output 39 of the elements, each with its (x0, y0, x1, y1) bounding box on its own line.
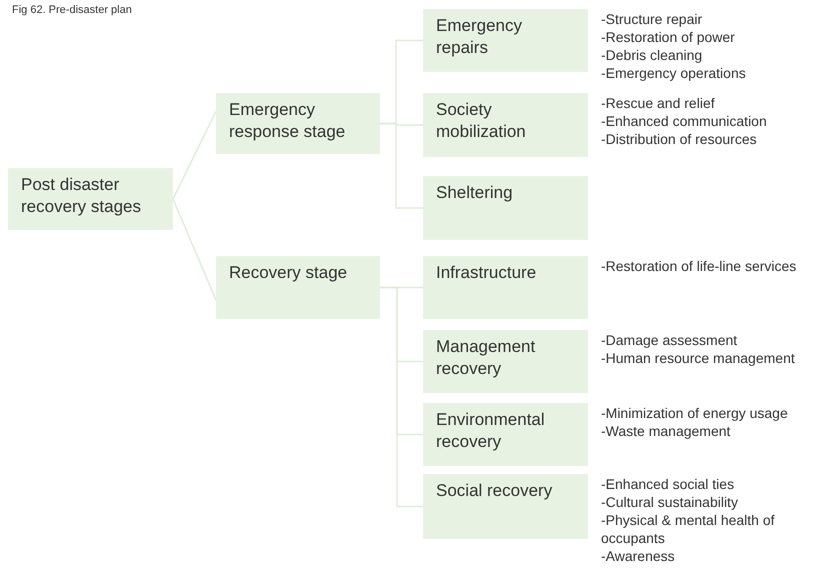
bullet-item: -Distribution of resources (601, 130, 758, 148)
box-label: Society mobilization (436, 99, 527, 143)
stage-box (423, 176, 588, 240)
bullet-item: -Enhanced social ties (601, 475, 736, 493)
bullet-item: -Rescue and relief (601, 94, 716, 112)
stage-box (216, 93, 380, 154)
box-label: Infrastructure (436, 262, 538, 284)
stage-box (8, 168, 173, 230)
stage-box (216, 256, 380, 319)
bullet-item: -Structure repair (601, 10, 704, 28)
stage-box (423, 474, 588, 539)
bullet-item: -Debris cleaning (601, 46, 704, 64)
bullet-item: -Restoration of power (601, 28, 736, 46)
box-label: Post disaster recovery stages (21, 174, 142, 218)
bullet-item: -Minimization of energy usage (601, 404, 789, 422)
bullet-item: -Waste management (601, 422, 732, 440)
bullet-item: -Cultural sustainability (601, 493, 739, 511)
stage-box (423, 330, 588, 393)
stage-box (423, 256, 588, 319)
stage-box (423, 93, 588, 157)
connector-line (172, 198, 217, 300)
box-label: Management recovery (436, 336, 536, 380)
bullet-item: -Emergency operations (601, 64, 747, 82)
box-label: Social recovery (436, 480, 554, 502)
box-label: Emergency response stage (229, 99, 346, 143)
bullet-item: -Awareness (601, 547, 676, 565)
bullet-item: -Restoration of life-line services (601, 257, 798, 275)
connector-line (172, 110, 217, 200)
stage-box (423, 403, 588, 466)
bullet-item: -Enhanced communication (601, 112, 768, 130)
figure-title: Fig 62. Pre-disaster plan (12, 3, 132, 18)
bullet-item: -Damage assessment (601, 331, 738, 349)
stage-box (423, 9, 588, 72)
box-label: Emergency repairs (436, 15, 523, 59)
bullet-item: -Human resource management (601, 349, 796, 367)
box-label: Environmental recovery (436, 409, 546, 453)
bullet-item: -Physical & mental health of occupants (601, 511, 776, 547)
box-label: Recovery stage (229, 262, 348, 284)
box-label: Sheltering (436, 182, 514, 204)
